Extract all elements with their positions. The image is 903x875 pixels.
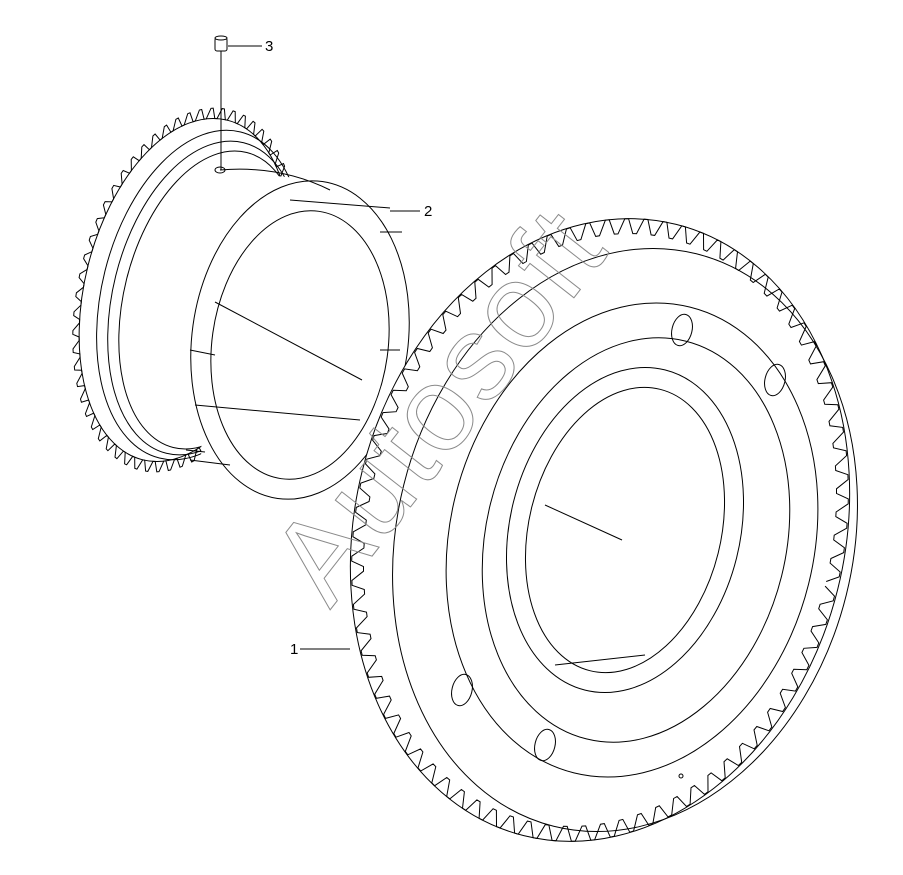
- sleeve-part: [185, 166, 410, 500]
- callout-3-label: 3: [265, 38, 273, 55]
- front-gear-teeth-outline: [351, 218, 849, 842]
- pin-part: [214, 35, 228, 170]
- callouts: [228, 45, 420, 650]
- large-gear-teeth: [351, 218, 849, 842]
- callout-2-label: 2: [424, 203, 432, 220]
- back-gear-teeth-outline: [72, 107, 298, 473]
- back-gear-teeth: [72, 107, 298, 473]
- callout-1-label: 1: [290, 641, 298, 658]
- large-gear-part: [349, 218, 858, 842]
